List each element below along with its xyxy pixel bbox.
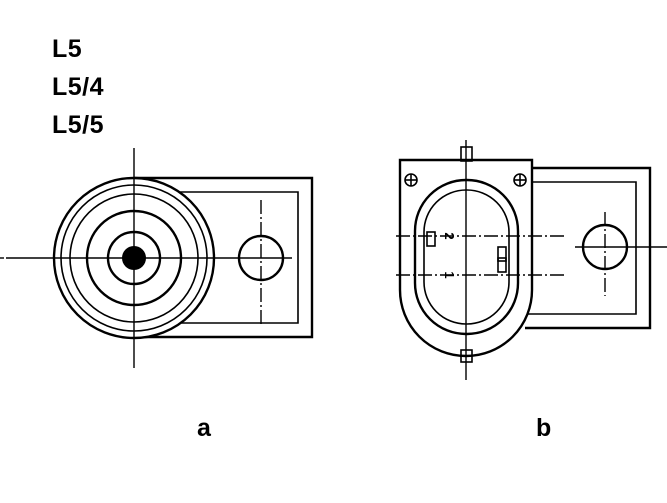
view-b-drawing: 2 1 (396, 140, 667, 380)
view-b-screw-left (404, 173, 418, 187)
view-b-label: b (536, 414, 552, 442)
view-a-centerlines (0, 148, 292, 368)
part-code-list: L5 L5/4 L5/5 (52, 30, 104, 144)
view-b-centerlines (396, 140, 667, 380)
part-code-l5-5: L5/5 (52, 111, 105, 139)
view-b-pin-contacts (426, 231, 507, 273)
view-a-label: a (197, 414, 211, 442)
view-b-housing (525, 166, 652, 330)
view-a-drawing (0, 148, 314, 368)
part-code-l5-4: L5/4 (52, 73, 105, 101)
part-code-l5: L5 (52, 35, 83, 63)
view-a-housing (134, 176, 314, 339)
view-b-screw-right (513, 173, 527, 187)
